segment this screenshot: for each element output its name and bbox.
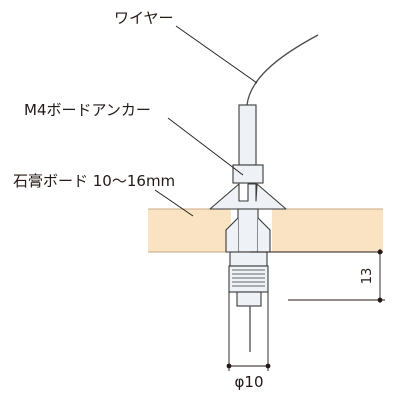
- height-dimension: [250, 249, 385, 303]
- diameter-dimension: [226, 292, 271, 371]
- anchor-cap: [228, 251, 269, 307]
- wire: [246, 34, 319, 106]
- anchor-flange: [209, 183, 287, 210]
- height-dimension-label: 13: [360, 268, 375, 285]
- wire-leader: [175, 25, 258, 84]
- wire-label: ワイヤー: [114, 9, 174, 27]
- anchor-shaft-upper: [238, 104, 257, 166]
- board-label: 石膏ボード 10～16mm: [13, 172, 175, 190]
- anchor-collar: [232, 164, 264, 184]
- anchor-label: M4ボードアンカー: [24, 101, 151, 119]
- diameter-dimension-label: φ10: [235, 373, 264, 391]
- board-leader: [154, 189, 194, 217]
- anchor-leader: [167, 117, 244, 176]
- anchor-body: [237, 208, 259, 253]
